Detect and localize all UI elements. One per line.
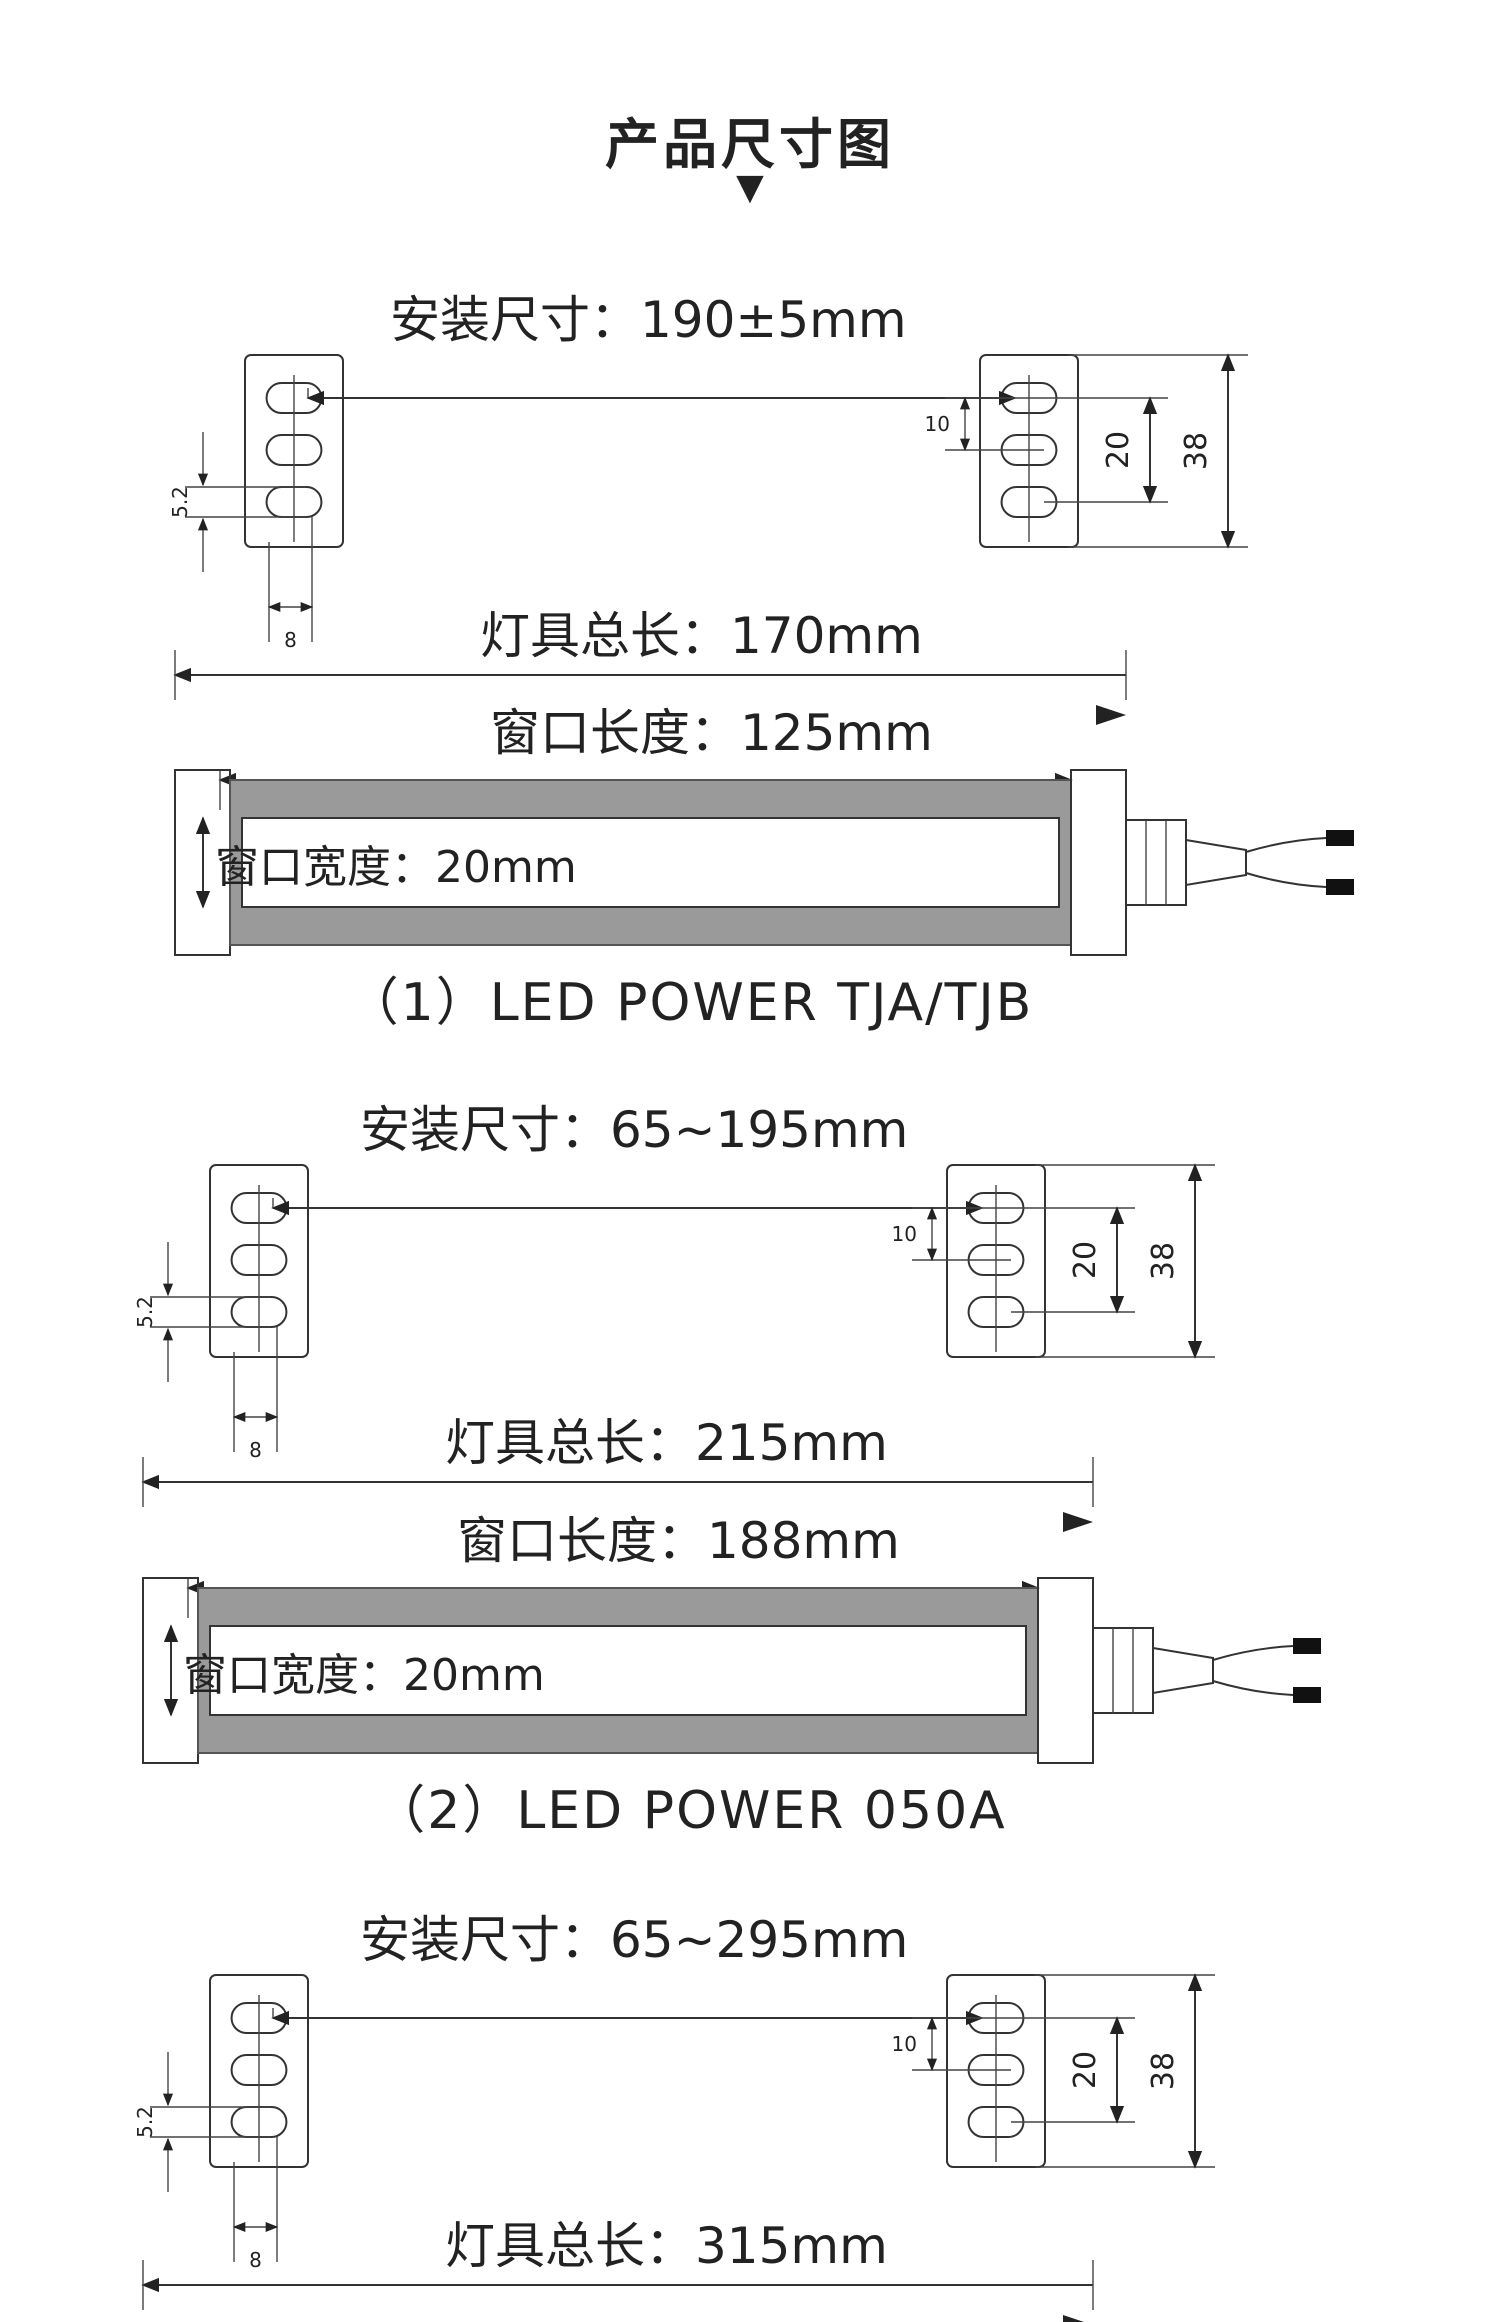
mounting-dimension-label: 安装尺寸：65~295mm — [360, 1911, 908, 1969]
left-bracket — [244, 354, 344, 548]
right-end-cap — [1070, 769, 1127, 956]
bracket-height-label: 38 — [1146, 1242, 1181, 1280]
slot-pitch-label: 10 — [892, 2032, 917, 2056]
right-bracket — [979, 354, 1079, 548]
mounting-dimension-label: 安装尺寸：190±5mm — [390, 291, 907, 349]
total-length-label: 灯具总长：315mm — [445, 2217, 888, 2275]
light-window — [241, 817, 1060, 908]
left-bracket — [209, 1974, 309, 2168]
bracket-height-label: 38 — [1146, 2052, 1181, 2090]
wire — [1212, 1645, 1294, 1661]
slot-pitch-label: 10 — [892, 1222, 917, 1246]
wire-terminal — [1326, 879, 1354, 895]
slot-width-label: 5.2 — [168, 486, 192, 518]
window-length-label: 窗口长度：188mm — [457, 1512, 900, 1570]
dimension-diagram-2: 安装尺寸：65~195mm 5.2 8 10 20 38 灯具总长：215mm 窗口长度：18… — [133, 1101, 1321, 1841]
left-bracket — [209, 1164, 309, 1358]
light-window — [209, 1625, 1027, 1716]
wire — [1212, 1680, 1294, 1696]
page-title: 产品尺寸图 — [605, 113, 895, 176]
total-length-arrowhead — [1096, 705, 1126, 725]
right-bracket — [946, 1164, 1046, 1358]
slot-span-label: 20 — [1068, 1241, 1103, 1279]
wire — [1245, 872, 1327, 888]
cable-sheath — [1185, 838, 1247, 887]
window-length-label: 窗口长度：125mm — [490, 704, 933, 762]
dimension-diagram-3: 安装尺寸：65~295mm 5.2 8 10 20 38 灯具总长：315mm — [133, 1911, 1215, 2322]
cable-sheath — [1152, 1646, 1214, 1695]
slot-span-label: 20 — [1068, 2051, 1103, 2089]
wire-terminal — [1326, 830, 1354, 846]
slot-offset-label: 8 — [249, 1438, 262, 1462]
total-length-arrowhead — [1063, 2315, 1084, 2322]
wire-terminal — [1293, 1687, 1321, 1703]
slot-span-label: 20 — [1101, 431, 1136, 469]
window-width-label: 窗口宽度：20mm — [183, 1650, 545, 1701]
bracket-height-label: 38 — [1179, 432, 1214, 470]
slot-offset-label: 8 — [284, 628, 297, 652]
cable-gland — [1092, 1627, 1154, 1714]
window-width-label: 窗口宽度：20mm — [215, 842, 577, 893]
slot-pitch-label: 10 — [925, 412, 950, 436]
right-end-cap — [1037, 1577, 1094, 1764]
mounting-dimension-label: 安装尺寸：65~195mm — [360, 1101, 908, 1159]
slot-offset-label: 8 — [249, 2248, 262, 2272]
wire-terminal — [1293, 1638, 1321, 1654]
product-caption: （1）LED POWER TJA/TJB — [347, 973, 1034, 1033]
total-length-label: 灯具总长：170mm — [480, 607, 923, 665]
title-arrow-icon: ▼ — [736, 167, 764, 208]
product-caption: （2）LED POWER 050A — [373, 1781, 1007, 1841]
wire — [1245, 837, 1327, 853]
dimension-diagram-1: 安装尺寸：190±5mm 5.2 8 10 20 38 灯具总长：170mm 窗口长度：125… — [168, 291, 1354, 1033]
right-bracket — [946, 1974, 1046, 2168]
total-length-label: 灯具总长：215mm — [445, 1414, 888, 1472]
slot-width-label: 5.2 — [133, 1296, 157, 1328]
cable-gland — [1125, 819, 1187, 906]
slot-width-label: 5.2 — [133, 2106, 157, 2138]
total-length-arrowhead — [1063, 1512, 1093, 1532]
